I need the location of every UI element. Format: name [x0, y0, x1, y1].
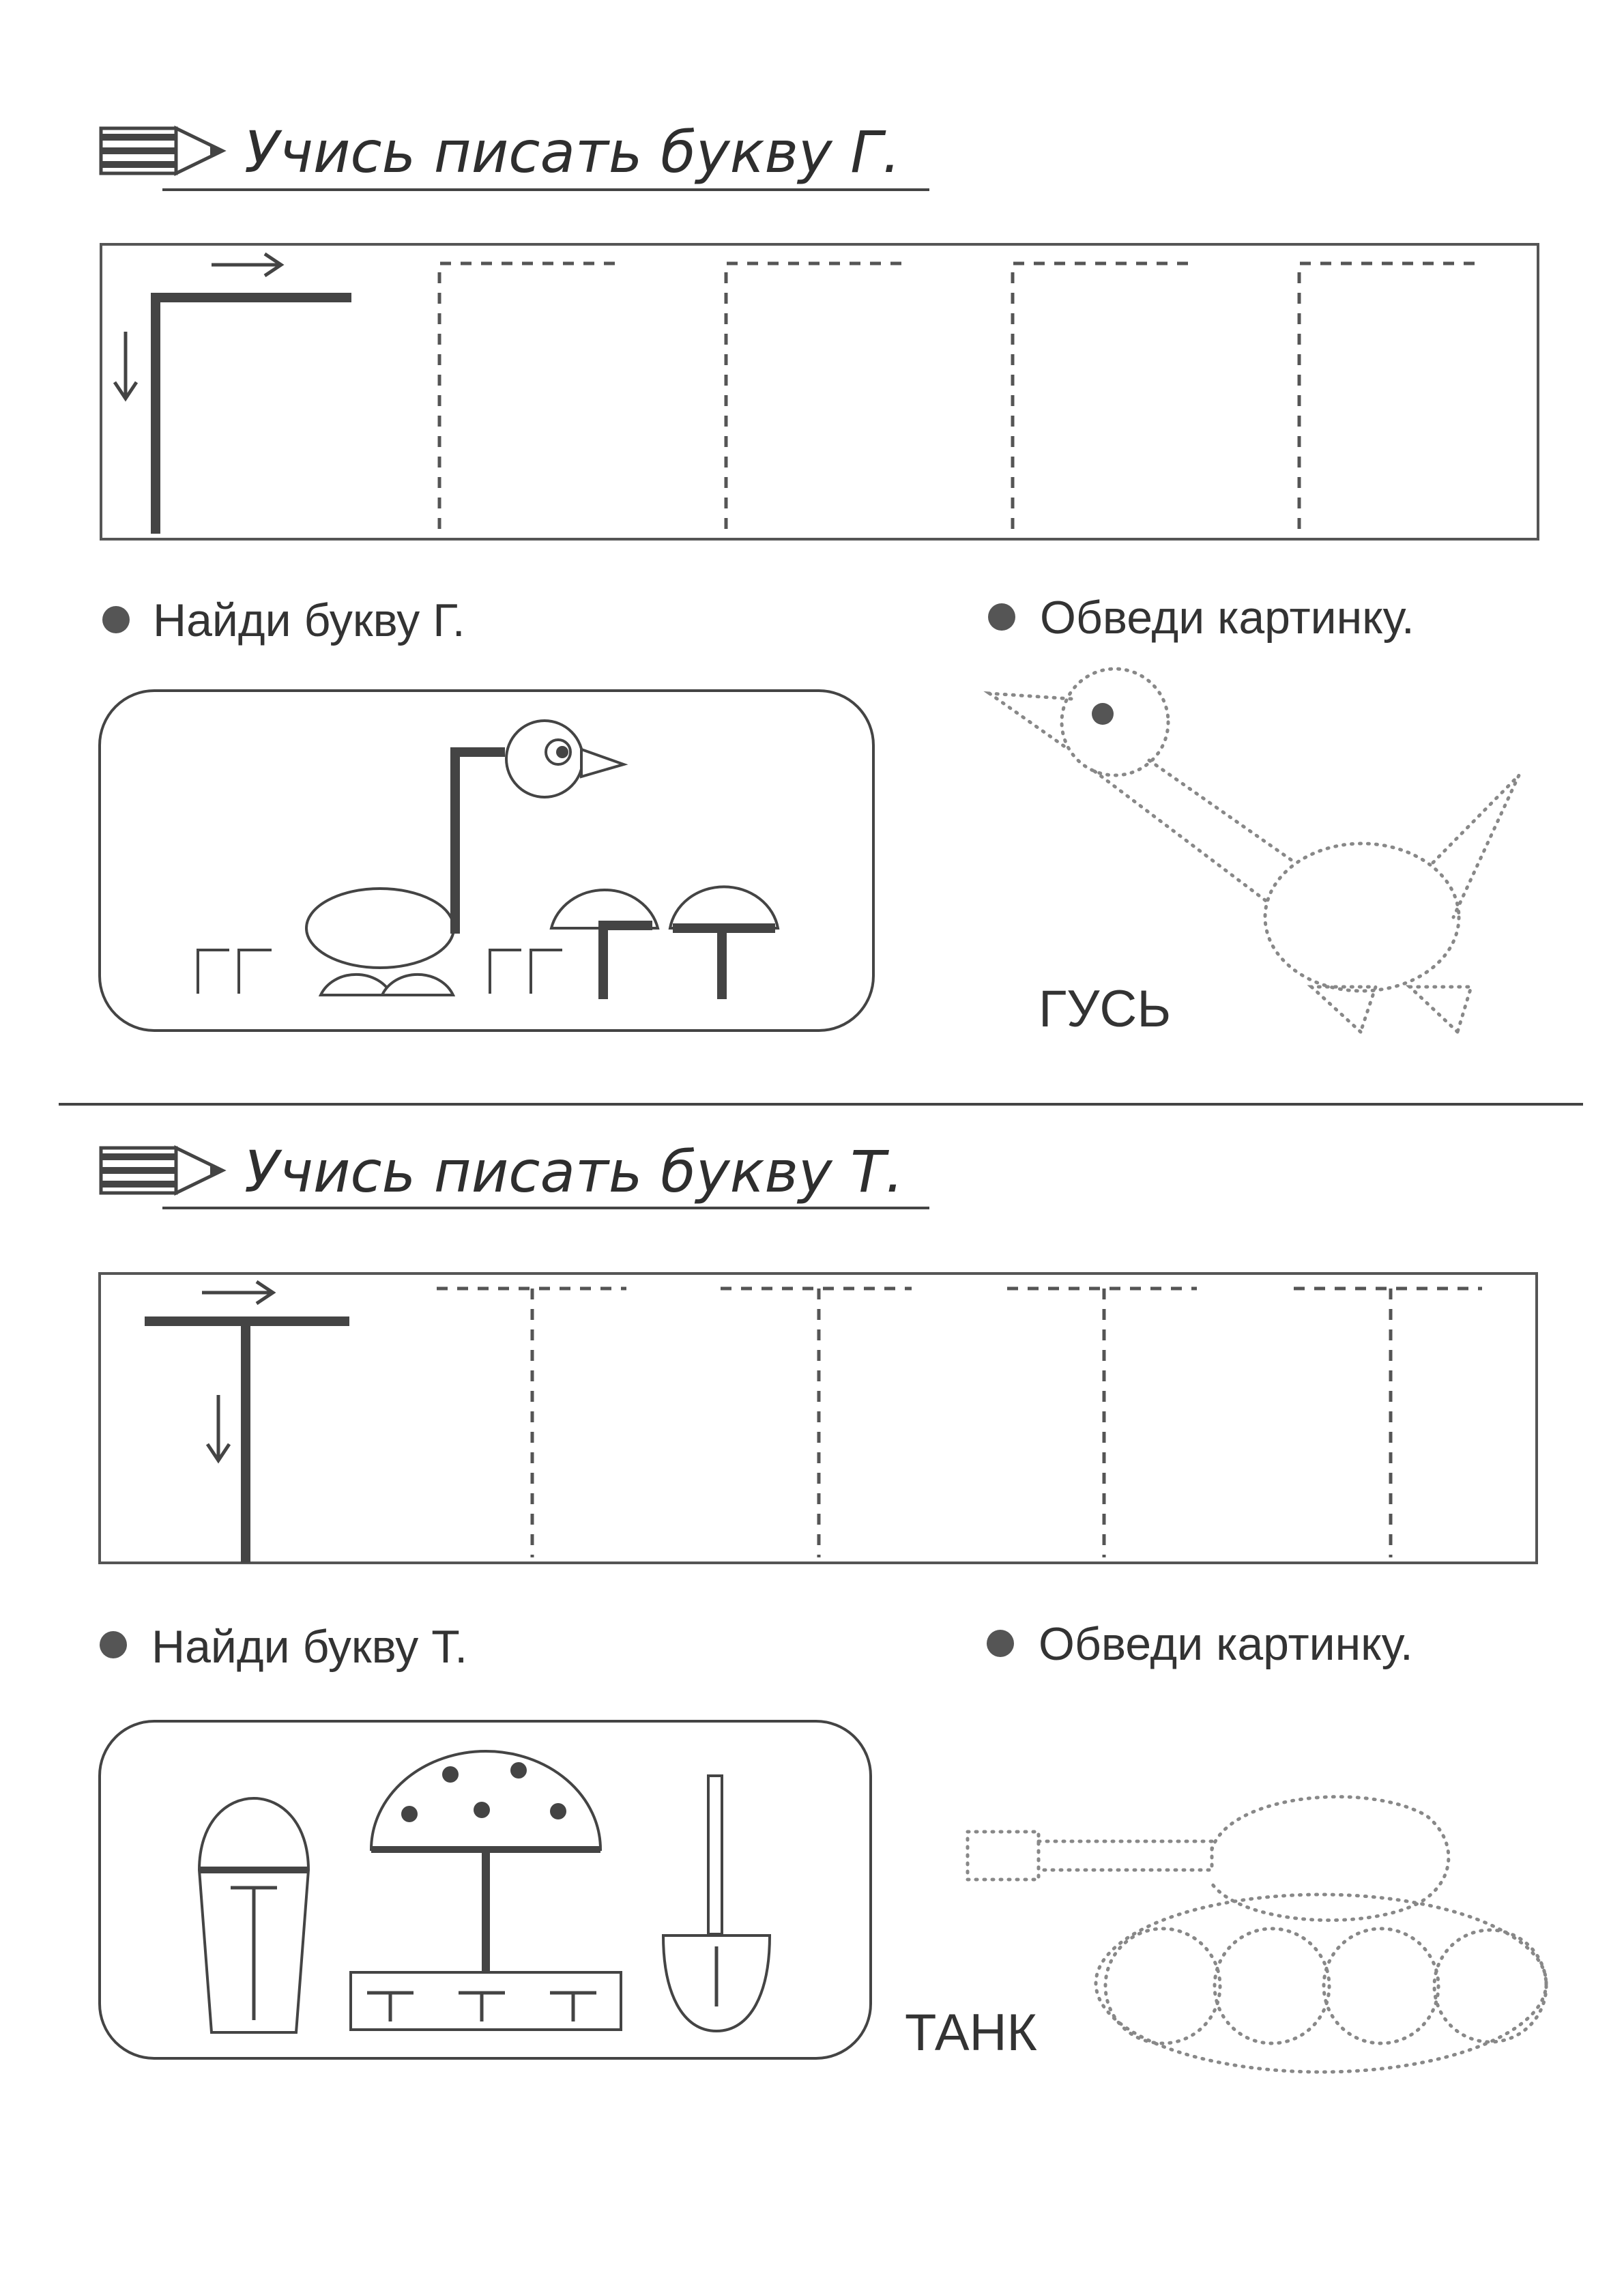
- goose-eye: [1092, 703, 1114, 725]
- tracing-letter: [724, 261, 903, 529]
- trace-label-t: Обведи картинку.: [1039, 1618, 1413, 1670]
- bullet-dot-icon: [987, 1630, 1014, 1657]
- mushroom-picture: [549, 885, 780, 999]
- hidden-letter: [489, 949, 521, 994]
- section-g-title: Учись писать букву Г.: [244, 119, 901, 186]
- section-t: Учись писать букву Т. Найди букву Т. Обв…: [98, 1138, 1548, 2074]
- hidden-letter: [197, 949, 229, 994]
- trace-label-g: Обведи картинку.: [1040, 592, 1415, 644]
- mushroom-table-picture: [349, 1750, 622, 2031]
- find-box-t: [98, 1720, 872, 2060]
- trace-picture-tank: [966, 1795, 1548, 2074]
- shovel-picture: [661, 1774, 772, 2033]
- arrow-down-icon: [205, 1395, 231, 1464]
- goose-picture: [305, 719, 628, 996]
- tracing-letter: [1297, 261, 1477, 529]
- find-label-t: Найди букву Т.: [151, 1621, 467, 1673]
- bullet-dot-icon: [100, 1631, 127, 1658]
- writing-strip-g: [100, 243, 1539, 541]
- arrow-right-icon: [212, 252, 285, 278]
- egg-cup-picture: [197, 1797, 310, 2034]
- writing-strip-t: [98, 1272, 1538, 1564]
- tracing-letters-t: [437, 1286, 1482, 1557]
- section-t-title: Учись писать букву Т.: [244, 1138, 903, 1205]
- bullet-dot-icon: [988, 603, 1015, 631]
- word-goose: ГУСЬ: [1039, 980, 1171, 1038]
- model-letter-g: [151, 293, 351, 534]
- hidden-letter: [530, 949, 562, 994]
- tracing-letter: [437, 1286, 626, 1557]
- tracing-letter: [721, 1286, 912, 1557]
- word-tank: ТАНК: [905, 2004, 1037, 2062]
- model-letter-t: [145, 1316, 349, 1563]
- find-box-g: [98, 689, 875, 1032]
- bullet-dot-icon: [102, 606, 130, 633]
- tracing-letter: [1294, 1286, 1482, 1557]
- arrow-down-icon: [113, 332, 139, 402]
- tracing-letter: [1011, 261, 1190, 529]
- tracing-letter: [437, 261, 618, 529]
- trace-picture-goose: [983, 667, 1521, 1035]
- tracing-letters-g: [437, 261, 1477, 529]
- arrow-right-icon: [202, 1280, 276, 1306]
- hidden-letter: [237, 949, 272, 994]
- pencil-icon: [99, 1145, 227, 1196]
- pencil-icon: [99, 126, 227, 176]
- tracing-letter: [1007, 1286, 1197, 1557]
- section-g: Учись писать букву Г. Найди букву Г. Обв…: [98, 119, 1539, 1038]
- find-label-g: Найди букву Г.: [153, 594, 465, 646]
